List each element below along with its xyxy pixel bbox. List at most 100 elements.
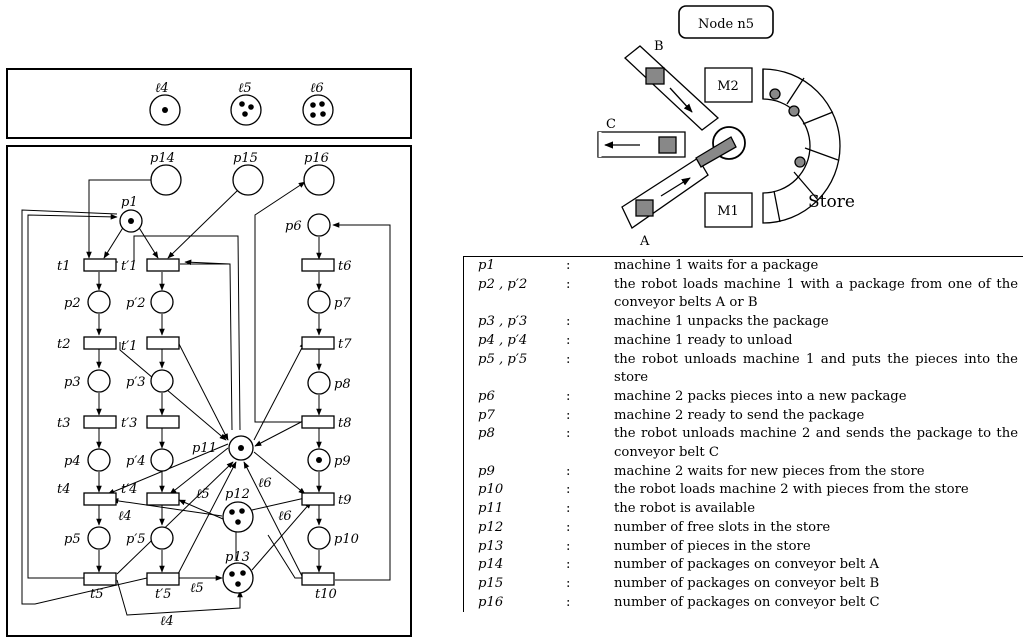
legend-separator: :	[566, 388, 571, 404]
label-p9: p9	[334, 454, 351, 469]
arc-label-l6b: ℓ6	[278, 509, 292, 524]
place-p6	[307, 213, 331, 237]
label-p2: p2	[64, 296, 81, 311]
petri-net-place-labels: p14 p15 p16 p1 p2 p′2 p3 p′3 p4 p′4 p5 p…	[64, 151, 359, 565]
legend-separator: :	[566, 314, 571, 330]
label-m1: M1	[717, 204, 739, 219]
legend-separator: :	[566, 351, 571, 367]
label-p12: p12	[225, 487, 250, 502]
legend-description: machine 2 waits for new pieces from the …	[614, 463, 925, 479]
label-p13: p13	[225, 550, 250, 565]
legend-symbol: p2 , p′2	[478, 276, 528, 292]
legend-separator: :	[566, 519, 571, 535]
label-p14: p14	[150, 151, 175, 166]
legend-symbol: p13	[478, 538, 504, 554]
transition-t9	[301, 492, 335, 506]
place-p12	[222, 501, 254, 533]
label-p8: p8	[334, 377, 351, 392]
label-t3-prime: t′3	[121, 416, 137, 431]
place-p13	[222, 562, 254, 594]
transition-t1-prime-b	[146, 336, 180, 350]
legend-row: p7:machine 2 ready to send the package	[464, 407, 1023, 426]
place-l6: ℓ6	[302, 81, 334, 126]
package-b	[645, 67, 665, 85]
legend-row: p11:the robot is available	[464, 500, 1023, 519]
conveyor-b	[624, 45, 720, 131]
label-p7: p7	[334, 296, 351, 311]
store	[762, 68, 841, 224]
transition-t6	[301, 258, 335, 272]
legend-separator: :	[566, 594, 571, 610]
legend-row: p4 , p′4:machine 1 ready to unload	[464, 332, 1023, 351]
place-l5-label: ℓ5	[238, 81, 252, 96]
label-t10: t10	[315, 587, 337, 602]
legend-description: number of packages on conveyor belt C	[614, 594, 880, 610]
legend-separator: :	[566, 482, 571, 498]
transition-t1	[83, 258, 117, 272]
legend-row: p8:the robot unloads machine 2 and sends…	[464, 425, 1023, 462]
label-t1: t1	[57, 259, 71, 274]
store-piece-1	[769, 88, 781, 100]
legend-symbol: p14	[478, 557, 504, 573]
petri-net-arcs	[21, 179, 391, 616]
place-l6-label: ℓ6	[310, 81, 324, 96]
machine-diagram	[597, 45, 841, 229]
legend-symbol: p6	[478, 388, 495, 404]
place-p14	[150, 164, 182, 196]
legend-symbol: p1	[478, 258, 495, 273]
machine-m2	[704, 67, 753, 103]
petri-net-box	[6, 145, 412, 637]
label-p6: p6	[285, 219, 302, 234]
arc-label-l6a: ℓ6	[258, 476, 272, 491]
transition-t5	[83, 572, 117, 586]
place-p16	[303, 164, 335, 196]
label-p3: p3	[64, 375, 81, 390]
label-t5: t5	[90, 587, 104, 602]
label-t4: t4	[57, 482, 71, 497]
place-p7	[307, 290, 331, 314]
legend-description: number of free slots in the store	[614, 519, 831, 535]
robot-arm	[695, 136, 737, 168]
transition-t7	[301, 336, 335, 350]
legend-separator: :	[566, 501, 571, 517]
label-belt-a: A	[639, 234, 650, 249]
legend-row: p6:machine 2 packs pieces into a new pac…	[464, 388, 1023, 407]
transition-t3-prime	[146, 415, 180, 429]
legend-description: number of pieces in the store	[614, 538, 811, 554]
arc-label-l4a: ℓ4	[118, 509, 132, 524]
legend-description: the robot loads machine 2 with pieces fr…	[614, 482, 969, 498]
label-t4-prime: t′4	[121, 482, 137, 497]
node-label-box	[678, 5, 774, 39]
legend-description: machine 1 waits for a package	[614, 258, 819, 273]
place-p8	[307, 371, 331, 395]
label-t8: t8	[338, 416, 352, 431]
machine-m1	[704, 192, 753, 228]
place-p3	[87, 369, 111, 393]
legend-symbol: p7	[478, 407, 495, 423]
legend-symbol: p10	[478, 482, 504, 498]
place-p15	[232, 164, 264, 196]
place-p2	[87, 290, 111, 314]
legend-row: p12:number of free slots in the store	[464, 519, 1023, 538]
transition-t8	[301, 415, 335, 429]
top-box	[6, 68, 412, 139]
legend-separator: :	[566, 575, 571, 591]
legend-description: the robot unloads machine 2 and sends th…	[614, 426, 1018, 461]
place-p5-prime	[150, 526, 174, 550]
label-t9: t9	[338, 493, 352, 508]
legend-table: p1: machine 1 waits for a package p2 , p′2…	[464, 257, 1023, 612]
legend-separator: :	[566, 258, 571, 273]
package-c	[658, 136, 677, 154]
transition-t4-prime	[146, 492, 180, 506]
arc-label-l5a: ℓ5	[196, 487, 210, 502]
petri-net-places	[87, 164, 335, 594]
place-p10	[307, 526, 331, 550]
legend-separator: :	[566, 276, 571, 292]
label-t3: t3	[57, 416, 71, 431]
legend-row: p9:machine 2 waits for new pieces from t…	[464, 463, 1023, 482]
arc-label-l4b: ℓ4	[160, 614, 174, 629]
legend-description: the robot is available	[614, 501, 756, 517]
transition-t3	[83, 415, 117, 429]
arc-label-l5b: ℓ5	[190, 581, 204, 596]
